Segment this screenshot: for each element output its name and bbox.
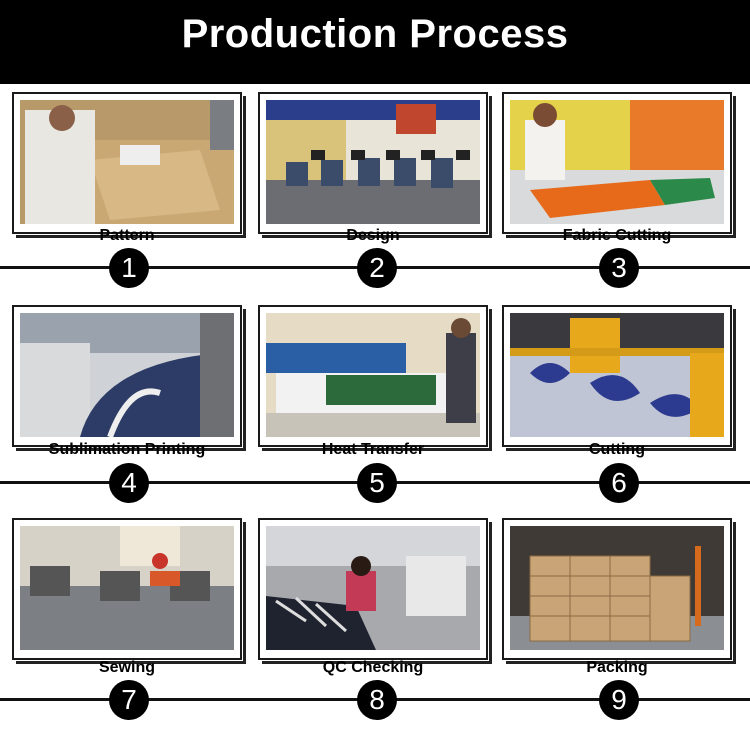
step-card-heat-transfer (258, 305, 492, 451)
sewing-photo (20, 526, 234, 650)
step-card-fabric-cutting (502, 92, 736, 238)
step-label-heat-transfer: Heat Transfer (321, 441, 425, 458)
step-card-design (258, 92, 492, 238)
sublimation-printing-photo (20, 313, 234, 437)
packing-photo (510, 526, 724, 650)
design-photo (266, 100, 480, 224)
step-number-3: 3 (599, 248, 639, 288)
step-number-2: 2 (357, 248, 397, 288)
step-card-packing (502, 518, 736, 664)
pattern-photo (20, 100, 234, 224)
step-label-cutting: Cutting (589, 441, 645, 458)
step-number-4: 4 (109, 463, 149, 503)
cutting-photo (510, 313, 724, 437)
step-number-9: 9 (599, 680, 639, 720)
step-card-sublimation-printing (12, 305, 246, 451)
heat-transfer-photo (266, 313, 480, 437)
step-number-1: 1 (109, 248, 149, 288)
step-number-6: 6 (599, 463, 639, 503)
step-card-cutting (502, 305, 736, 451)
step-label-sewing: Sewing (98, 659, 155, 676)
page-header: Production Process (0, 0, 750, 84)
step-label-qc-checking: QC Checking (322, 659, 424, 676)
page-title: Production Process (181, 11, 569, 56)
step-label-fabric-cutting: Fabric Cutting (562, 227, 672, 244)
step-label-pattern: Pattern (99, 227, 155, 244)
step-card-qc-checking (258, 518, 492, 664)
step-label-sublimation-printing: Sublimation Printing (48, 441, 206, 458)
step-number-5: 5 (357, 463, 397, 503)
step-number-8: 8 (357, 680, 397, 720)
step-label-packing: Packing (586, 659, 648, 676)
step-label-design: Design (346, 227, 400, 244)
step-card-pattern (12, 92, 246, 238)
qc-checking-photo (266, 526, 480, 650)
fabric-cutting-photo (510, 100, 724, 224)
step-number-7: 7 (109, 680, 149, 720)
step-card-sewing (12, 518, 246, 664)
